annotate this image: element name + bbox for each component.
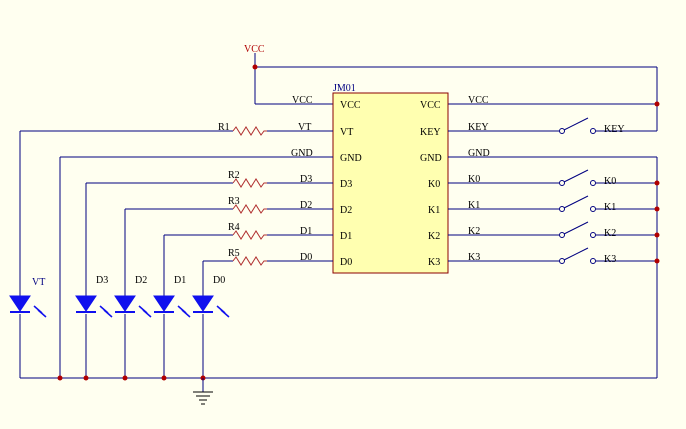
svg-text:D0: D0	[213, 275, 225, 286]
svg-text:R2: R2	[228, 170, 240, 181]
led-d1: D1	[153, 275, 191, 318]
pin-d0: D0	[340, 257, 352, 268]
ground-icon	[193, 378, 213, 405]
svg-text:D1: D1	[174, 275, 186, 286]
pin-d2: D2	[340, 205, 352, 216]
led-vt: VT	[9, 277, 47, 318]
pin-vt: VT	[340, 127, 353, 138]
led-d2: D2	[114, 275, 152, 318]
svg-text:VT: VT	[32, 277, 45, 288]
chip-name: JM01	[333, 83, 356, 94]
pin-k1: K1	[428, 205, 440, 216]
net-d2: D2	[300, 200, 312, 211]
pin-vcc-left: VCC	[340, 100, 361, 111]
resistor-r2: R2	[228, 170, 267, 188]
switch-key: KEY	[448, 117, 657, 135]
pin-gnd-left: GND	[340, 153, 362, 164]
pin-d1: D1	[340, 231, 352, 242]
switch-k2: K2	[448, 221, 660, 239]
pin-k2: K2	[428, 231, 440, 242]
led-d3: D3	[75, 275, 113, 318]
switch-k3: K3	[448, 247, 660, 265]
net-gnd-left: GND	[291, 148, 313, 159]
svg-text:K2: K2	[604, 228, 616, 239]
net-vcc-left: VCC	[292, 95, 313, 106]
svg-text:K3: K3	[604, 254, 616, 265]
net-d3: D3	[300, 174, 312, 185]
svg-text:D3: D3	[96, 275, 108, 286]
net-vt: VT	[298, 122, 311, 133]
net-k3: K3	[468, 252, 480, 263]
switch-k0: K0	[448, 169, 660, 187]
pin-k0: K0	[428, 179, 440, 190]
junction	[83, 375, 89, 381]
svg-text:D2: D2	[135, 275, 147, 286]
resistor-r4: R4	[228, 222, 267, 240]
resistor-r1: R1	[218, 122, 267, 136]
net-k1: K1	[468, 200, 480, 211]
resistor-r5: R5	[228, 248, 267, 266]
svg-text:R1: R1	[218, 122, 230, 133]
pin-d3: D3	[340, 179, 352, 190]
svg-text:K1: K1	[604, 202, 616, 213]
led-d0: D0	[192, 275, 230, 318]
svg-text:K0: K0	[604, 176, 616, 187]
switch-k1: K1	[448, 195, 660, 213]
net-k2: K2	[468, 226, 480, 237]
net-key: KEY	[468, 122, 489, 133]
junction	[654, 101, 660, 107]
net-gnd-right: GND	[468, 148, 490, 159]
svg-text:KEY: KEY	[604, 124, 625, 135]
net-k0: K0	[468, 174, 480, 185]
svg-text:R5: R5	[228, 248, 240, 259]
pin-gnd-right: GND	[420, 153, 442, 164]
pin-vcc-right: VCC	[420, 100, 441, 111]
pin-key: KEY	[420, 127, 441, 138]
resistor-r3: R3	[228, 196, 267, 214]
junction	[252, 64, 258, 70]
junction	[161, 375, 167, 381]
junction	[122, 375, 128, 381]
pin-k3: K3	[428, 257, 440, 268]
svg-text:R3: R3	[228, 196, 240, 207]
vcc-label: VCC	[244, 44, 265, 55]
net-d1: D1	[300, 226, 312, 237]
net-vcc-right: VCC	[468, 95, 489, 106]
junction	[57, 375, 63, 381]
svg-text:R4: R4	[228, 222, 240, 233]
net-d0: D0	[300, 252, 312, 263]
